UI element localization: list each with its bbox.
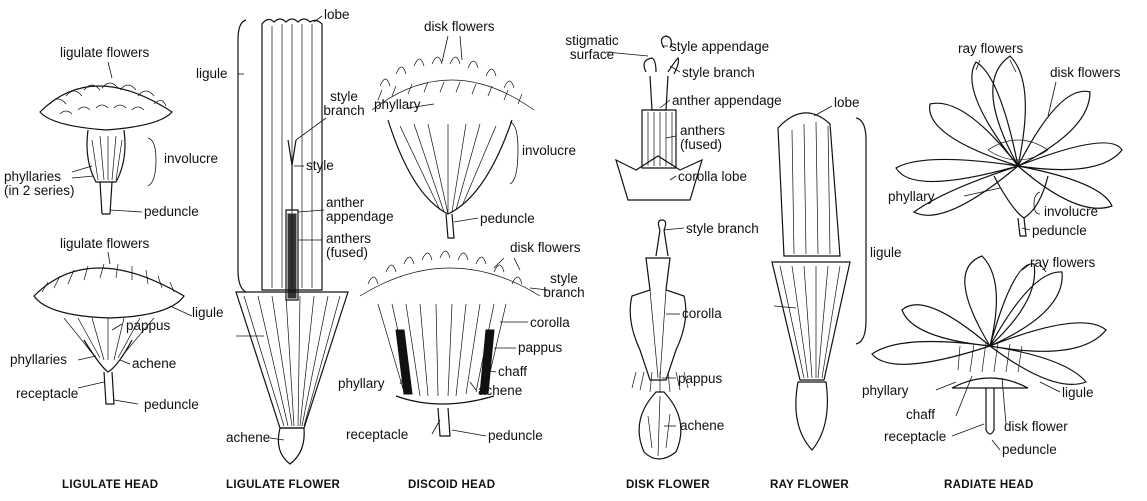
label-pappus-discoid: pappus bbox=[518, 341, 562, 355]
label-ligulate-flowers-top: ligulate flowers bbox=[60, 46, 149, 60]
label-achene-disk: achene bbox=[680, 419, 724, 433]
label-phyllary-discoid-top: phyllary bbox=[374, 98, 421, 112]
label-peduncle-radiate-bottom: peduncle bbox=[1002, 443, 1057, 457]
label-achene-ligulate: achene bbox=[132, 357, 176, 371]
label-peduncle-ligulate-top: peduncle bbox=[144, 205, 199, 219]
ligule-bracket bbox=[238, 20, 246, 292]
label-involucre-discoid: involucre bbox=[522, 144, 576, 158]
label-phyllaries-2-series-line1: phyllaries bbox=[4, 169, 61, 184]
label-peduncle-ligulate-bottom: peduncle bbox=[144, 398, 199, 412]
label-anthers-fused-ligulate-flower: anthers (fused) bbox=[326, 232, 371, 260]
label-style-branch-line2: branch bbox=[323, 103, 364, 118]
label-peduncle-discoid-bottom: peduncle bbox=[488, 429, 543, 443]
label-ligule-ligulate-flower: ligule bbox=[196, 67, 228, 81]
label-disk-flowers-discoid-bottom: disk flowers bbox=[510, 241, 581, 255]
label-style-ligulate-flower: style bbox=[306, 159, 334, 173]
label-ray-flowers-radiate-bottom: ray flowers bbox=[1030, 256, 1095, 270]
label-disk-flowers-discoid-top: disk flowers bbox=[424, 20, 495, 34]
label-corolla-lobe: corolla lobe bbox=[678, 170, 747, 184]
label-ligule-head: ligule bbox=[192, 306, 224, 320]
label-chaff-discoid: chaff bbox=[498, 365, 527, 379]
leader-lines bbox=[72, 16, 1060, 450]
label-disk-flowers-radiate: disk flowers bbox=[1050, 66, 1121, 80]
ligulate-head-drawing-bottom bbox=[34, 264, 184, 404]
label-stigmatic-surface-line2: surface bbox=[570, 47, 614, 62]
label-corolla-disk: corolla bbox=[682, 307, 722, 321]
label-anthers-fused-disk-line2: (fused) bbox=[680, 137, 722, 152]
label-peduncle-radiate-top: peduncle bbox=[1032, 224, 1087, 238]
label-phyllary-discoid-bottom: phyllary bbox=[338, 377, 385, 391]
caption-disk-flower: DISK FLOWER bbox=[626, 479, 710, 491]
label-disk-flower-radiate: disk flower bbox=[1004, 420, 1068, 434]
label-stigmatic-surface: stigmatic surface bbox=[560, 34, 624, 62]
label-lobe-ligulate-flower: lobe bbox=[324, 8, 350, 22]
label-receptacle-radiate: receptacle bbox=[884, 430, 946, 444]
ray-ligule-bracket bbox=[856, 118, 866, 344]
label-style-branch-ligulate-flower: style branch bbox=[318, 90, 370, 118]
label-phyllaries-ligulate: phyllaries bbox=[10, 353, 67, 367]
label-anther-appendage-ligulate-flower: anther appendage bbox=[326, 196, 394, 224]
label-anthers-fused-line1: anthers bbox=[326, 231, 371, 246]
caption-ligulate-head: LIGULATE HEAD bbox=[62, 479, 158, 491]
label-phyllary-radiate-top: phyllary bbox=[888, 190, 935, 204]
label-achene-ligulate-flower: achene bbox=[226, 431, 270, 445]
label-peduncle-discoid-top: peduncle bbox=[480, 212, 535, 226]
label-receptacle-discoid: receptacle bbox=[346, 428, 408, 442]
label-style-branch-discoid-line2: branch bbox=[543, 285, 584, 300]
label-ray-flowers-radiate-top: ray flowers bbox=[958, 42, 1023, 56]
label-anthers-fused-disk: anthers (fused) bbox=[680, 124, 725, 152]
label-style-branch-disk-bottom: style branch bbox=[686, 222, 759, 236]
caption-discoid-head: DISCOID HEAD bbox=[408, 479, 495, 491]
discoid-head-drawing-bottom bbox=[360, 251, 540, 436]
label-style-branch-line1: style bbox=[330, 89, 358, 104]
label-style-appendage: style appendage bbox=[670, 40, 769, 54]
label-involucre-ligulate: involucre bbox=[164, 152, 218, 166]
label-anther-appendage-disk: anther appendage bbox=[672, 94, 782, 108]
label-style-branch-discoid-line1: style bbox=[550, 271, 578, 286]
ray-flower-drawing bbox=[772, 113, 850, 450]
label-chaff-radiate: chaff bbox=[906, 408, 935, 422]
label-ligulate-flowers-bottom: ligulate flowers bbox=[60, 237, 149, 251]
label-phyllary-radiate-bottom: phyllary bbox=[862, 384, 909, 398]
label-stigmatic-surface-line1: stigmatic bbox=[565, 33, 618, 48]
label-involucre-radiate: involucre bbox=[1044, 205, 1098, 219]
label-phyllaries-2-series: phyllaries (in 2 series) bbox=[4, 170, 75, 198]
label-ligule-radiate: ligule bbox=[1062, 386, 1094, 400]
label-pappus-disk: pappus bbox=[678, 372, 722, 386]
label-achene-discoid: achene bbox=[478, 384, 522, 398]
label-anthers-fused-line2: (fused) bbox=[326, 245, 368, 260]
label-phyllaries-2-series-line2: (in 2 series) bbox=[4, 183, 75, 198]
label-style-branch-discoid: style branch bbox=[542, 272, 586, 300]
caption-ligulate-flower: LIGULATE FLOWER bbox=[226, 479, 340, 491]
label-anther-appendage-line1: anther bbox=[326, 195, 364, 210]
caption-radiate-head: RADIATE HEAD bbox=[944, 479, 1034, 491]
label-anther-appendage-line2: appendage bbox=[326, 209, 394, 224]
label-style-branch-disk-top: style branch bbox=[682, 66, 755, 80]
label-receptacle-ligulate: receptacle bbox=[16, 387, 78, 401]
label-ligule-ray: ligule bbox=[870, 246, 902, 260]
label-anthers-fused-disk-line1: anthers bbox=[680, 123, 725, 138]
label-lobe-ray: lobe bbox=[834, 96, 860, 110]
label-corolla-discoid: corolla bbox=[530, 316, 570, 330]
caption-ray-flower: RAY FLOWER bbox=[770, 479, 849, 491]
label-pappus-ligulate: pappus bbox=[126, 319, 170, 333]
